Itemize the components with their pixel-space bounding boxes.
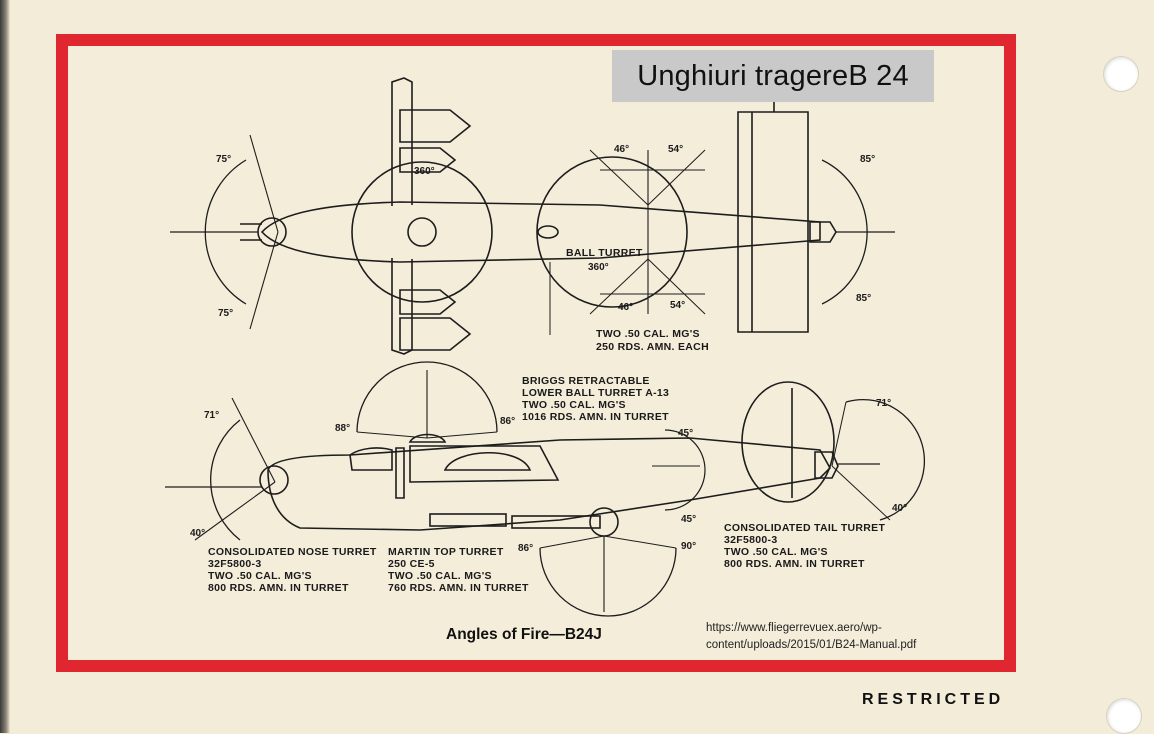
overlay-title: Unghiuri tragereB 24 bbox=[612, 50, 934, 102]
tail-turret-line1: CONSOLIDATED TAIL TURRET bbox=[724, 522, 886, 534]
source-line1: https://www.fliegerrevuex.aero/wp- bbox=[706, 622, 882, 634]
side-waist-angle-lower: 45° bbox=[681, 514, 697, 525]
top-nose-angle-upper: 75° bbox=[216, 154, 232, 165]
side-tail-arc bbox=[845, 398, 926, 521]
punch-hole-top bbox=[1103, 56, 1139, 92]
top-nacelle-1 bbox=[399, 109, 472, 143]
side-nose-angle-lower: 40° bbox=[190, 528, 206, 539]
nose-turret-line2: 32F5800-3 bbox=[208, 558, 262, 570]
nose-turret-line3: TWO .50 CAL. MG'S bbox=[208, 570, 312, 582]
waist-angle-upper-left: 46° bbox=[614, 144, 630, 155]
top-wing-lower bbox=[391, 258, 413, 355]
lower-ball-turret-line2: LOWER BALL TURRET A-13 bbox=[522, 387, 670, 399]
top-nose-angle-lower: 75° bbox=[218, 308, 234, 319]
source-line2: content/uploads/2015/01/B24-Manual.pdf bbox=[706, 639, 917, 651]
side-tail-angle-upper: 71° bbox=[876, 398, 892, 409]
top-wing-upper bbox=[391, 77, 413, 206]
top-tail-arc bbox=[821, 159, 868, 305]
waist-angle-lower-left: 46° bbox=[618, 302, 634, 313]
waist-guns-line1: TWO .50 CAL. MG'S bbox=[596, 328, 700, 340]
side-top-turret-angle-forward: 88° bbox=[335, 423, 351, 434]
lower-ball-turret-line3: TWO .50 CAL. MG'S bbox=[522, 399, 626, 411]
nose-turret-line4: 800 RDS. AMN. IN TURRET bbox=[208, 582, 349, 594]
side-tail-fin bbox=[741, 381, 835, 503]
top-turret-line1: MARTIN TOP TURRET bbox=[388, 546, 504, 558]
top-tailplane bbox=[737, 111, 809, 333]
top-fuselage bbox=[260, 201, 821, 263]
top-turret-arc bbox=[351, 161, 493, 303]
lower-ball-turret-line4: 1016 RDS. AMN. IN TURRET bbox=[522, 411, 669, 423]
side-belly-angle-aft: 90° bbox=[681, 541, 697, 552]
top-nacelle-4 bbox=[399, 317, 472, 351]
top-turret-line2: 250 CE-5 bbox=[388, 558, 435, 570]
top-tail-angle-lower: 85° bbox=[856, 293, 872, 304]
ball-turret-rotation: 360° bbox=[588, 262, 609, 273]
waist-guns-line2: 250 RDS. AMN. EACH bbox=[596, 341, 709, 353]
top-turret-line3: TWO .50 CAL. MG'S bbox=[388, 570, 492, 582]
tail-turret-line4: 800 RDS. AMN. IN TURRET bbox=[724, 558, 865, 570]
ball-turret-label: BALL TURRET bbox=[566, 247, 643, 259]
side-belly-turret-arc bbox=[539, 547, 677, 617]
page-binding-edge bbox=[0, 0, 10, 733]
red-border-frame bbox=[56, 34, 1016, 672]
side-waist-angle-upper: 45° bbox=[678, 428, 694, 439]
top-turret-angle: 360° bbox=[414, 166, 435, 177]
side-tail-angle-lower: 40° bbox=[892, 503, 908, 514]
restricted-footer: RESTRICTED bbox=[862, 691, 1005, 708]
top-turret-line4: 760 RDS. AMN. IN TURRET bbox=[388, 582, 529, 594]
top-nose-arc bbox=[204, 159, 247, 305]
tail-turret-line2: 32F5800-3 bbox=[724, 534, 778, 546]
top-nacelle-3 bbox=[399, 289, 457, 315]
diagram-caption: Angles of Fire—B24J bbox=[446, 626, 602, 643]
side-belly-angle-forward: 86° bbox=[518, 543, 534, 554]
lower-ball-turret-line1: BRIGGS RETRACTABLE bbox=[522, 375, 650, 387]
tail-turret-line3: TWO .50 CAL. MG'S bbox=[724, 546, 828, 558]
side-nose-angle-upper: 71° bbox=[204, 410, 220, 421]
top-tail-angle-upper: 85° bbox=[860, 154, 876, 165]
side-top-turret-angle-aft: 86° bbox=[500, 416, 516, 427]
nose-turret-line1: CONSOLIDATED NOSE TURRET bbox=[208, 546, 377, 558]
side-nose-arc bbox=[209, 419, 241, 541]
source-link[interactable]: https://www.fliegerrevuex.aero/wp- conte… bbox=[706, 620, 916, 654]
waist-angle-upper-right: 54° bbox=[668, 144, 684, 155]
side-top-turret-arc bbox=[356, 361, 498, 433]
waist-angle-lower-right: 54° bbox=[670, 300, 686, 311]
ball-turret-arc bbox=[536, 156, 688, 308]
